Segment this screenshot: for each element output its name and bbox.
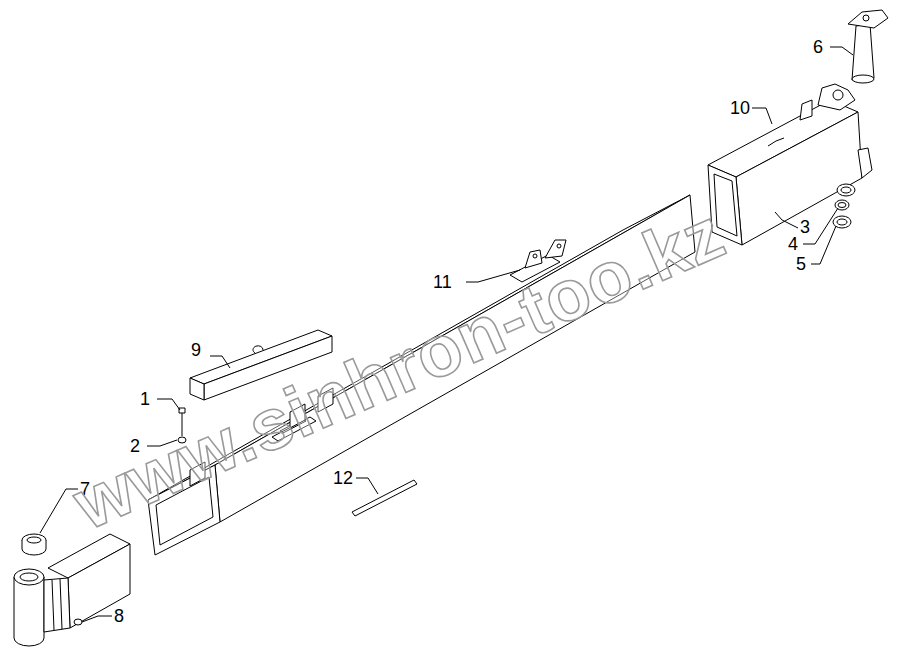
- washer-hole: [837, 219, 847, 225]
- pin-head: [848, 10, 888, 28]
- leader-line: [830, 47, 853, 55]
- plate-end: [190, 378, 204, 400]
- bracket-mark: [768, 138, 784, 146]
- callout-number: 5: [796, 255, 806, 273]
- pin-hole: [863, 15, 869, 21]
- callout-number: 8: [114, 607, 124, 625]
- leader-line: [356, 478, 378, 494]
- callout-number: 11: [433, 273, 452, 291]
- lug-hole: [833, 90, 843, 100]
- callout-number: 12: [333, 469, 353, 487]
- leader-line: [210, 356, 230, 368]
- callout-number: 1: [140, 390, 150, 408]
- washer: [837, 184, 855, 196]
- callout-number: 6: [813, 38, 823, 56]
- rod: [352, 480, 417, 516]
- washer-hole: [838, 203, 846, 208]
- leader-line: [82, 616, 112, 622]
- lifting-ear: [800, 100, 812, 120]
- hinge-tube-hole: [20, 573, 38, 581]
- hinge-tube-top: [14, 569, 44, 585]
- bracket-side: [736, 112, 862, 245]
- callout-number: 3: [800, 218, 810, 236]
- leader-line: [811, 226, 836, 264]
- plate-mark: [253, 346, 263, 353]
- callout-number: 10: [730, 99, 750, 117]
- washer-hole: [841, 187, 851, 193]
- bolt-head: [179, 408, 185, 413]
- pin-shank: [852, 24, 874, 80]
- hinge-rib: [52, 580, 54, 630]
- leader-lines: [40, 47, 853, 622]
- hinge-tube: [14, 577, 44, 646]
- leader-line: [752, 108, 772, 124]
- callout-number: 9: [191, 341, 201, 359]
- bracket-lug: [818, 84, 855, 110]
- hole: [533, 254, 537, 258]
- leader-line: [157, 399, 180, 410]
- pin-end: [852, 75, 874, 83]
- hinge-arm-side: [68, 544, 130, 628]
- hinge-web: [44, 578, 70, 632]
- hinge-rib: [60, 579, 62, 629]
- bushing-hole: [27, 537, 41, 543]
- hole: [557, 244, 561, 248]
- callout-number: 4: [788, 235, 798, 253]
- leader-line: [775, 212, 798, 228]
- grease-fitting: [74, 619, 82, 625]
- bracket-lip: [858, 148, 872, 178]
